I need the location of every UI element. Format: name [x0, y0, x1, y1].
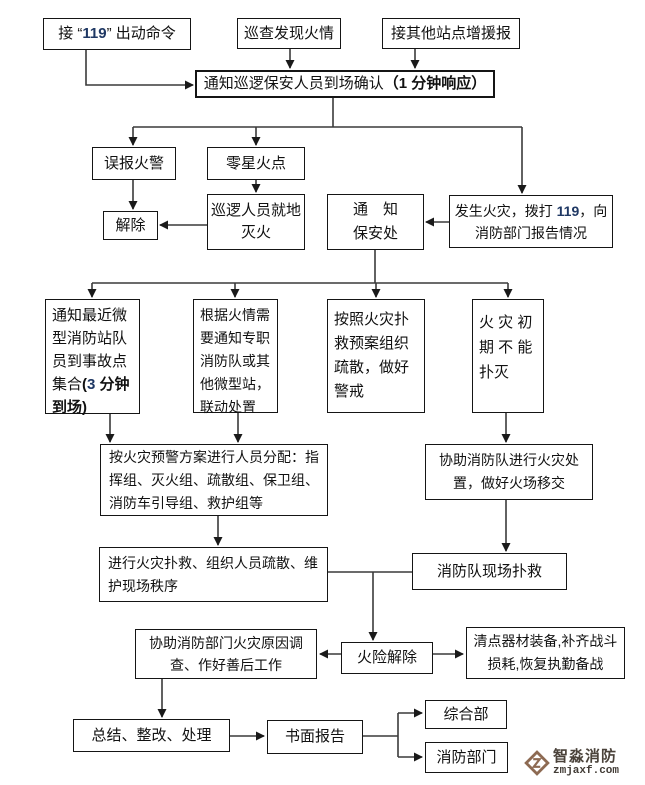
label-part: ，向消防部门报告情况 — [475, 202, 608, 241]
watermark-text: 智淼消防 zmjaxf.com — [553, 749, 619, 777]
label-part: 通知最近微型消防站队员到事故点集合 — [52, 307, 128, 393]
watermark: 智淼消防 zmjaxf.com — [524, 745, 636, 781]
node-receive-119-order: 接 “119” 出动命令 — [43, 18, 191, 50]
node-label: 按照火灾扑救预案组织疏散，做好警戒 — [334, 311, 410, 400]
node-label: 进行火灾扑救、组织人员疏散、维护现场秩序 — [108, 554, 318, 594]
label-line: 保安处 — [352, 225, 398, 242]
label-part: 发生火灾，拨打 — [454, 202, 557, 219]
label-part: 通知巡逻保安人员到场确认 — [203, 75, 384, 92]
node-summary-rectify: 总结、整改、处理 — [73, 719, 230, 752]
label-bold-part: （1 分钟响应） — [383, 75, 487, 92]
node-label: 协助消防队进行火灾处置，做好火场移交 — [439, 452, 579, 491]
node-assist-investigation: 协助消防部门火灾原因调查、作好善后工作 — [135, 629, 317, 679]
node-label: 通知巡逻保安人员到场确认（1 分钟响应） — [204, 73, 487, 95]
label-bold-part: 分钟到场) — [52, 376, 130, 416]
node-initial-fire-unextinguishable: 火 灾 初 期 不 能 扑灭 — [472, 299, 544, 413]
node-other-station-support: 接其他站点增援报 — [382, 18, 520, 49]
node-assign-personnel: 按火灾预警方案进行人员分配：指挥组、灭火组、疏散组、保卫组、消防车引导组、救护组… — [100, 444, 328, 516]
node-notify-guard-confirm: 通知巡逻保安人员到场确认（1 分钟响应） — [195, 70, 495, 98]
label-bold-part: ( — [82, 376, 88, 393]
node-fire-call-119: 发生火灾，拨打 119，向消防部门报告情况 — [449, 195, 613, 248]
node-label: 接其他站点增援报 — [390, 24, 511, 42]
node-fight-fire-evacuate: 进行火灾扑救、组织人员疏散、维护现场秩序 — [99, 547, 328, 602]
node-label: 巡查发现火情 — [243, 24, 334, 42]
node-label: 清点器材装备,补齐战斗损耗,恢复执勤备战 — [473, 633, 618, 672]
node-notify-security-office: 通 知 保安处 — [327, 194, 424, 250]
label-number: 119 — [556, 202, 580, 219]
label-number: 119 — [82, 25, 107, 42]
watermark-brand: 智淼消防 — [553, 748, 618, 765]
node-micro-station-assemble: 通知最近微型消防站队员到事故点集合(3 分钟到场) — [45, 299, 140, 416]
label-part: 接 “ — [58, 25, 83, 42]
node-restock-equipment: 清点器材装备,补齐战斗损耗,恢复执勤备战 — [466, 627, 625, 679]
node-label: 发生火灾，拨打 119，向消防部门报告情况 — [450, 200, 612, 244]
node-notify-prof-brigade: 根据火情需要通知专职消防队或其他微型站，联动处置 — [193, 299, 278, 415]
label-line: 通 知 — [352, 201, 398, 218]
node-label: 综合部 — [443, 705, 489, 723]
node-assist-brigade-handover: 协助消防队进行火灾处置，做好火场移交 — [425, 444, 593, 500]
node-release: 解除 — [103, 211, 158, 240]
node-patrol-found-fire: 巡查发现火情 — [237, 18, 341, 49]
label-part: ” 出动命令 — [106, 25, 176, 42]
label-number: 3 — [87, 376, 96, 393]
node-label: 解除 — [115, 216, 146, 234]
node-label: 零星火点 — [225, 154, 286, 172]
node-fire-department: 消防部门 — [425, 742, 508, 773]
node-label: 协助消防部门火灾原因调查、作好善后工作 — [149, 635, 303, 673]
node-label: 根据火情需要通知专职消防队或其他微型站，联动处置 — [200, 307, 270, 415]
node-label: 火 灾 初 期 不 能 扑灭 — [479, 314, 533, 381]
node-general-department: 综合部 — [425, 700, 507, 729]
node-patrol-extinguish: 巡逻人员就地灭火 — [207, 194, 305, 250]
node-false-alarm: 误报火警 — [92, 147, 176, 180]
node-scattered-fire: 零星火点 — [207, 147, 305, 180]
node-label: 通知最近微型消防站队员到事故点集合(3 分钟到场) — [52, 304, 133, 419]
node-organize-evacuation: 按照火灾扑救预案组织疏散，做好警戒 — [327, 299, 425, 413]
node-brigade-onsite-fighting: 消防队现场扑救 — [412, 553, 567, 590]
node-label: 按火灾预警方案进行人员分配：指挥组、灭火组、疏散组、保卫组、消防车引导组、救护组… — [109, 448, 319, 511]
watermark-site: zmjaxf.com — [553, 765, 620, 777]
node-written-report: 书面报告 — [267, 720, 363, 754]
node-fire-danger-cleared: 火险解除 — [341, 642, 433, 674]
node-label: 消防队现场扑救 — [436, 562, 542, 580]
node-label: 消防部门 — [436, 748, 497, 766]
node-label: 接 “119” 出动命令 — [58, 23, 176, 45]
node-label: 火险解除 — [356, 649, 417, 666]
node-label: 总结、整改、处理 — [91, 726, 212, 744]
node-label: 巡逻人员就地灭火 — [210, 202, 301, 241]
watermark-logo-icon — [524, 750, 550, 776]
node-label: 误报火警 — [103, 154, 164, 172]
node-label: 书面报告 — [284, 728, 345, 745]
